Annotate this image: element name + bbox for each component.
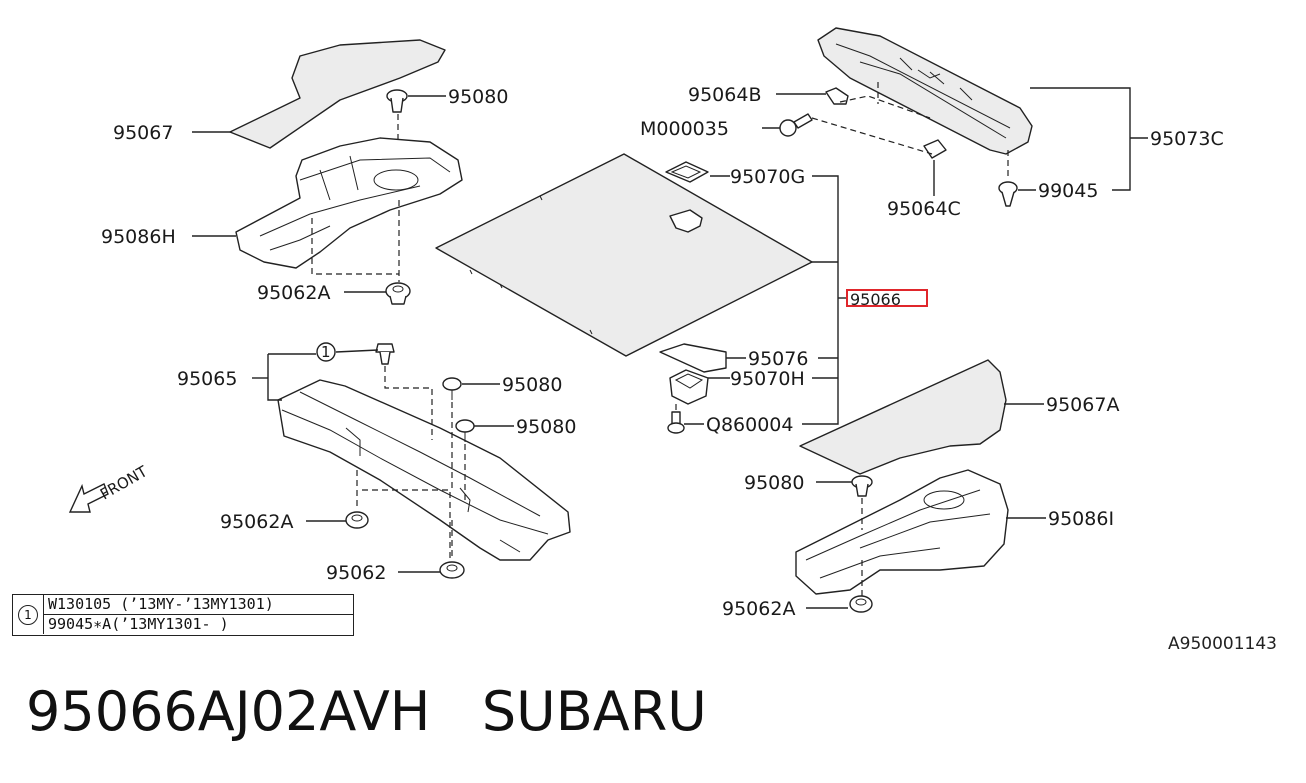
label-front: FRONT — [97, 462, 151, 504]
nut-95062 — [439, 561, 465, 579]
label-95076: 95076 — [748, 348, 808, 370]
diagram-reference-code: A950001143 — [1168, 634, 1277, 654]
screw-Q860004 — [667, 411, 685, 434]
label-95062A-b: 95062A — [220, 511, 293, 533]
label-95070H: 95070H — [730, 368, 805, 390]
legend-table: 1 W130105 (’13MY-’13MY1301) 99045∗A(’13M… — [12, 594, 354, 636]
legend-row-1: W130105 (’13MY-’13MY1301) — [44, 595, 353, 615]
label-95067A: 95067A — [1046, 394, 1119, 416]
label-95070G: 95070G — [730, 166, 805, 188]
label-95062A-a: 95062A — [257, 282, 330, 304]
clip-99045 — [998, 181, 1018, 207]
label-95064B: 95064B — [688, 84, 761, 106]
label-95086I: 95086I — [1048, 508, 1114, 530]
part-95070H — [669, 369, 709, 405]
label-95062A-c: 95062A — [722, 598, 795, 620]
clip-circle1 — [375, 343, 395, 365]
label-95065: 95065 — [177, 368, 237, 390]
clip-95064B — [825, 87, 849, 105]
part-95070G — [665, 161, 709, 183]
label-95080-b: 95080 — [502, 374, 562, 396]
circle-marker-1: 1 — [321, 343, 331, 361]
clip-95080-b — [442, 377, 462, 400]
part-95065-trim — [277, 379, 571, 561]
part-95067A-cover — [799, 359, 1007, 475]
part-95066-floor-board — [435, 153, 813, 357]
part-95086H-tray — [235, 137, 463, 269]
clip-95064C — [923, 139, 947, 159]
legend-marker-cell: 1 — [13, 595, 44, 634]
footer-brand: SUBARU — [481, 680, 707, 743]
label-99045: 99045 — [1038, 180, 1098, 202]
nut-95062A-c — [849, 595, 873, 613]
label-95073C: 95073C — [1150, 128, 1224, 150]
footer-title: 95066AJ02AVH SUBARU — [26, 680, 707, 743]
label-95080-a: 95080 — [448, 86, 508, 108]
highlight-box-95066 — [846, 289, 928, 307]
label-M000035: M000035 — [640, 118, 729, 140]
legend-row-2: 99045∗A(’13MY1301- ) — [48, 615, 229, 633]
clip-95080-d — [851, 475, 873, 497]
part-95073C-sill — [817, 27, 1033, 155]
front-arrow — [68, 483, 109, 513]
label-Q860004: Q860004 — [706, 414, 794, 436]
nut-95062A-a — [385, 282, 411, 305]
screw-M000035 — [779, 113, 813, 137]
clip-95080-a — [386, 89, 408, 113]
label-95080-c: 95080 — [516, 416, 576, 438]
footer-part-number: 95066AJ02AVH — [26, 680, 431, 743]
label-95067: 95067 — [113, 122, 173, 144]
label-95062: 95062 — [326, 562, 386, 584]
label-95080-d: 95080 — [744, 472, 804, 494]
label-95066: 95066 — [850, 290, 901, 309]
label-95086H: 95086H — [101, 226, 176, 248]
part-95067-cover — [229, 39, 446, 149]
legend-marker: 1 — [18, 604, 38, 625]
part-95086I-tray — [795, 469, 1009, 595]
part-95076 — [659, 343, 727, 373]
label-95064C: 95064C — [887, 198, 961, 220]
nut-95062A-b — [345, 511, 369, 529]
